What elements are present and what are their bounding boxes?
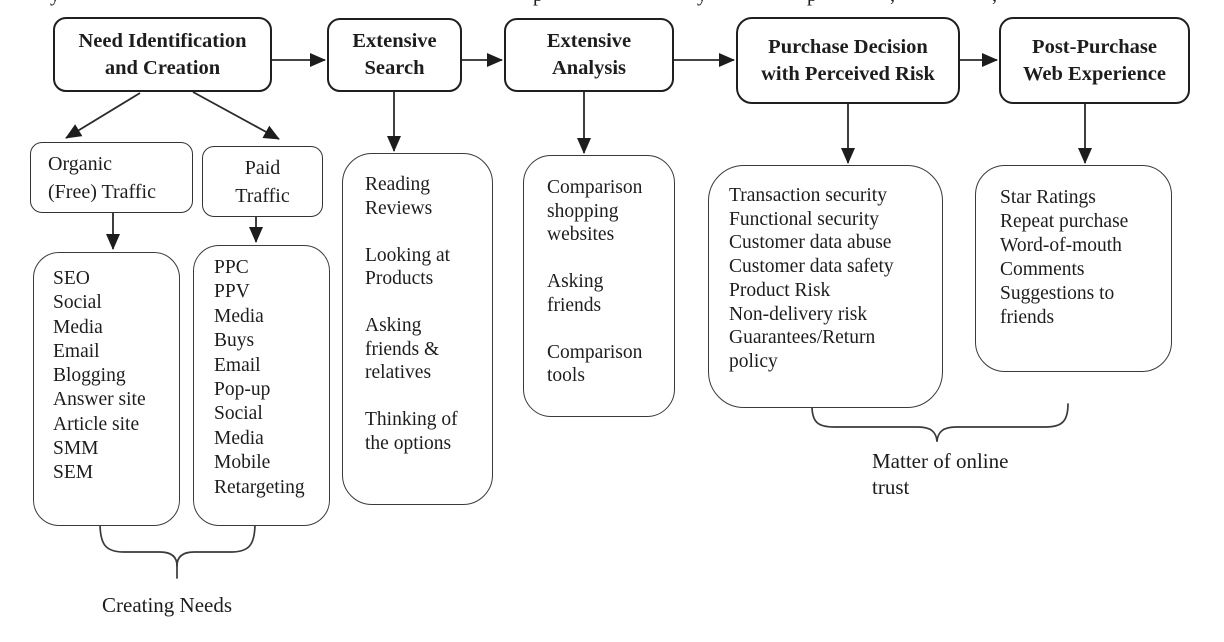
text-line: with Perceived Risk xyxy=(761,62,935,85)
text-line: PPC xyxy=(214,257,249,278)
text-line: Star Ratings xyxy=(1000,187,1096,208)
text-line xyxy=(365,385,492,409)
text-line: Reading xyxy=(365,174,430,195)
text-line: shopping xyxy=(547,200,619,222)
cropped-glyph: , xyxy=(992,0,997,7)
text-line: PPV xyxy=(214,281,250,303)
text-line: Purchase Decision xyxy=(768,35,928,58)
text-line: Suggestions to xyxy=(1000,283,1115,304)
cropped-glyph: , xyxy=(890,0,895,7)
creating-needs-label: Creating Needs xyxy=(102,593,233,617)
text-line: policy xyxy=(729,350,778,372)
text-line: Social xyxy=(53,292,102,314)
text-line: Email xyxy=(214,354,261,376)
text-line: friends xyxy=(547,294,602,316)
organic-traffic-box: Organic (Free) Traffic xyxy=(30,142,193,213)
cropped-glyph: p xyxy=(533,0,543,7)
text-line: Customer data safety xyxy=(729,256,894,278)
trust-brace-right xyxy=(936,403,1069,442)
text-line: SEO xyxy=(53,268,90,289)
text-line: Media xyxy=(214,427,264,449)
text-line: SEM xyxy=(53,462,94,484)
text-line: Mobile xyxy=(214,452,271,474)
text-line: Traffic xyxy=(235,184,290,207)
text-line: Article site xyxy=(53,413,140,435)
text-line: Analysis xyxy=(551,57,627,79)
text-line: Transaction security xyxy=(729,185,887,206)
arrow-need-to-organic xyxy=(65,92,141,139)
text-line: Comments xyxy=(1000,259,1085,280)
text-line: Email xyxy=(53,340,100,362)
text-line: websites xyxy=(547,224,615,245)
text-line: Guarantees/Return xyxy=(729,327,876,349)
text-line: tools xyxy=(547,365,585,386)
text-line: Looking at xyxy=(365,244,451,266)
text-line: Products xyxy=(365,268,434,289)
text-line: Asking xyxy=(365,315,422,336)
text-line: Web Experience xyxy=(1023,62,1166,85)
text-line: the options xyxy=(365,432,452,454)
text-line: Matter of online xyxy=(872,449,1009,473)
text-line: Search xyxy=(364,57,425,79)
text-line: Social xyxy=(214,403,263,425)
text-line: Buys xyxy=(214,330,255,352)
text-line: Paid xyxy=(244,156,281,179)
text-line: relatives xyxy=(365,362,432,383)
text-line: Extensive xyxy=(352,30,437,52)
text-line: Extensive xyxy=(546,30,632,52)
text-line: Thinking of xyxy=(365,409,458,430)
text-line: Media xyxy=(53,316,103,338)
text-line: Answer site xyxy=(53,389,146,411)
cropped-caption-strip: y p y p,, xyxy=(0,0,1224,9)
text-line: Media xyxy=(214,305,264,327)
text-line xyxy=(365,291,492,315)
text-line: Comparison xyxy=(547,341,643,363)
text-line: Need Identification xyxy=(78,29,247,52)
text-line: Word-of-mouth xyxy=(1000,235,1122,256)
text-line: Comparison xyxy=(547,177,643,198)
creating-needs-brace-left xyxy=(99,522,178,579)
text-line xyxy=(365,220,492,244)
cropped-glyph: y xyxy=(50,0,60,7)
text-line xyxy=(547,317,674,341)
text-line: Blogging xyxy=(53,365,126,387)
text-line: friends xyxy=(1000,307,1055,328)
text-line: Asking xyxy=(547,271,604,292)
text-line: friends & xyxy=(365,338,440,360)
trust-brace-left xyxy=(811,405,938,442)
creating-needs-brace-right xyxy=(176,522,256,567)
text-line: Functional security xyxy=(729,208,880,230)
text-line xyxy=(547,247,674,271)
text-line: Organic xyxy=(48,152,113,175)
text-line: Repeat purchase xyxy=(1000,211,1129,232)
text-line: and Creation xyxy=(104,56,221,79)
cropped-glyph: p xyxy=(807,0,817,7)
text-line: Pop-up xyxy=(214,379,271,401)
text-line: (Free) Traffic xyxy=(48,180,156,203)
text-line: Retargeting xyxy=(214,476,305,498)
stage-purchase-decision: Purchase Decision with Perceived Risk xyxy=(736,17,960,104)
text-line: Product Risk xyxy=(729,279,831,301)
stage-need-identification: Need Identification and Creation xyxy=(53,17,272,92)
cropped-glyph: y xyxy=(697,0,707,7)
arrow-need-to-paid xyxy=(192,91,280,140)
text-line: SMM xyxy=(53,438,99,460)
text-line: Reviews xyxy=(365,197,433,219)
text-line: Customer data abuse xyxy=(729,232,892,254)
text-line: Non-delivery risk xyxy=(729,303,868,325)
text-line: Post-Purchase xyxy=(1032,35,1157,58)
text-line: trust xyxy=(872,475,910,499)
